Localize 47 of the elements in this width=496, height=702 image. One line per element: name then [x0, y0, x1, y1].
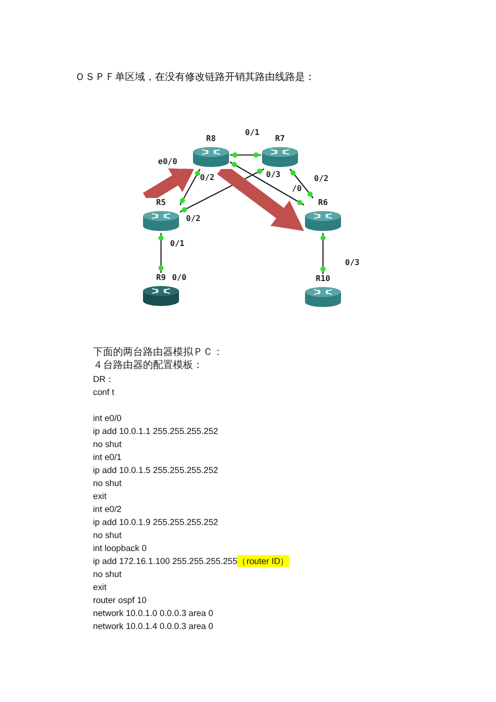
router-label: R5: [156, 198, 166, 208]
interface-label: 0/1: [170, 239, 184, 248]
instruction-text: 下面的两台路由器模拟ＰＣ：: [93, 347, 223, 359]
interface-label: 0/3: [266, 170, 280, 179]
config-line: router ospf 10: [93, 594, 147, 606]
link-line: [180, 168, 200, 206]
title: ＯＳＰＦ单区域，在没有修改链路开销其路由线路是：: [75, 72, 315, 84]
interface-label: 0/0: [172, 273, 186, 282]
config-line: no shut: [93, 568, 122, 580]
interface-label: e0/0: [158, 157, 178, 166]
config-line: exit: [93, 581, 107, 593]
route-arrow: [142, 168, 194, 198]
router-label: R9: [156, 273, 166, 283]
config-line: network 10.0.1.0 0.0.0.3 area 0: [93, 607, 214, 619]
config-line: int loopback 0: [93, 542, 147, 554]
link-line: [230, 152, 261, 158]
route-arrow: [217, 169, 304, 231]
config-line: ip add 10.0.1.9 255.255.255.252: [93, 516, 218, 528]
config-line: no shut: [93, 438, 122, 450]
interface-label: 0/2: [186, 214, 200, 223]
router-label: R6: [318, 198, 328, 208]
config-line: network 10.0.1.4 0.0.0.3 area 0: [93, 620, 214, 632]
interface-label: 0/3: [345, 258, 360, 267]
instruction-text: ４台路由器的配置模板：: [93, 360, 203, 372]
interface-label: 0/2: [314, 174, 328, 183]
config-line: exit: [93, 490, 107, 502]
interface-label: 0/1: [245, 128, 260, 137]
config-line: no shut: [93, 529, 122, 541]
config-line: DR：: [93, 373, 115, 385]
link-line: [158, 233, 164, 273]
config-line: ip add 10.0.1.1 255.255.255.252: [93, 425, 218, 437]
link-line: [320, 233, 326, 274]
config-line: int e0/2: [93, 503, 122, 515]
highlighted-note: （router ID）: [237, 555, 290, 567]
router-label: R10: [316, 274, 330, 284]
interface-label: /0: [292, 184, 302, 193]
router-label: R7: [275, 134, 285, 144]
router-label: R8: [206, 134, 216, 144]
config-line: ip add 10.0.1.5 255.255.255.252: [93, 464, 218, 476]
config-line: int e0/1: [93, 451, 122, 463]
config-line: int e0/0: [93, 412, 122, 424]
config-line: conf t: [93, 386, 114, 398]
config-line: ip add 172.16.1.100 255.255.255.255: [93, 555, 238, 567]
link-line: [289, 168, 314, 198]
config-line: no shut: [93, 477, 122, 489]
interface-label: 0/2: [200, 173, 214, 182]
link-line: [230, 162, 304, 206]
